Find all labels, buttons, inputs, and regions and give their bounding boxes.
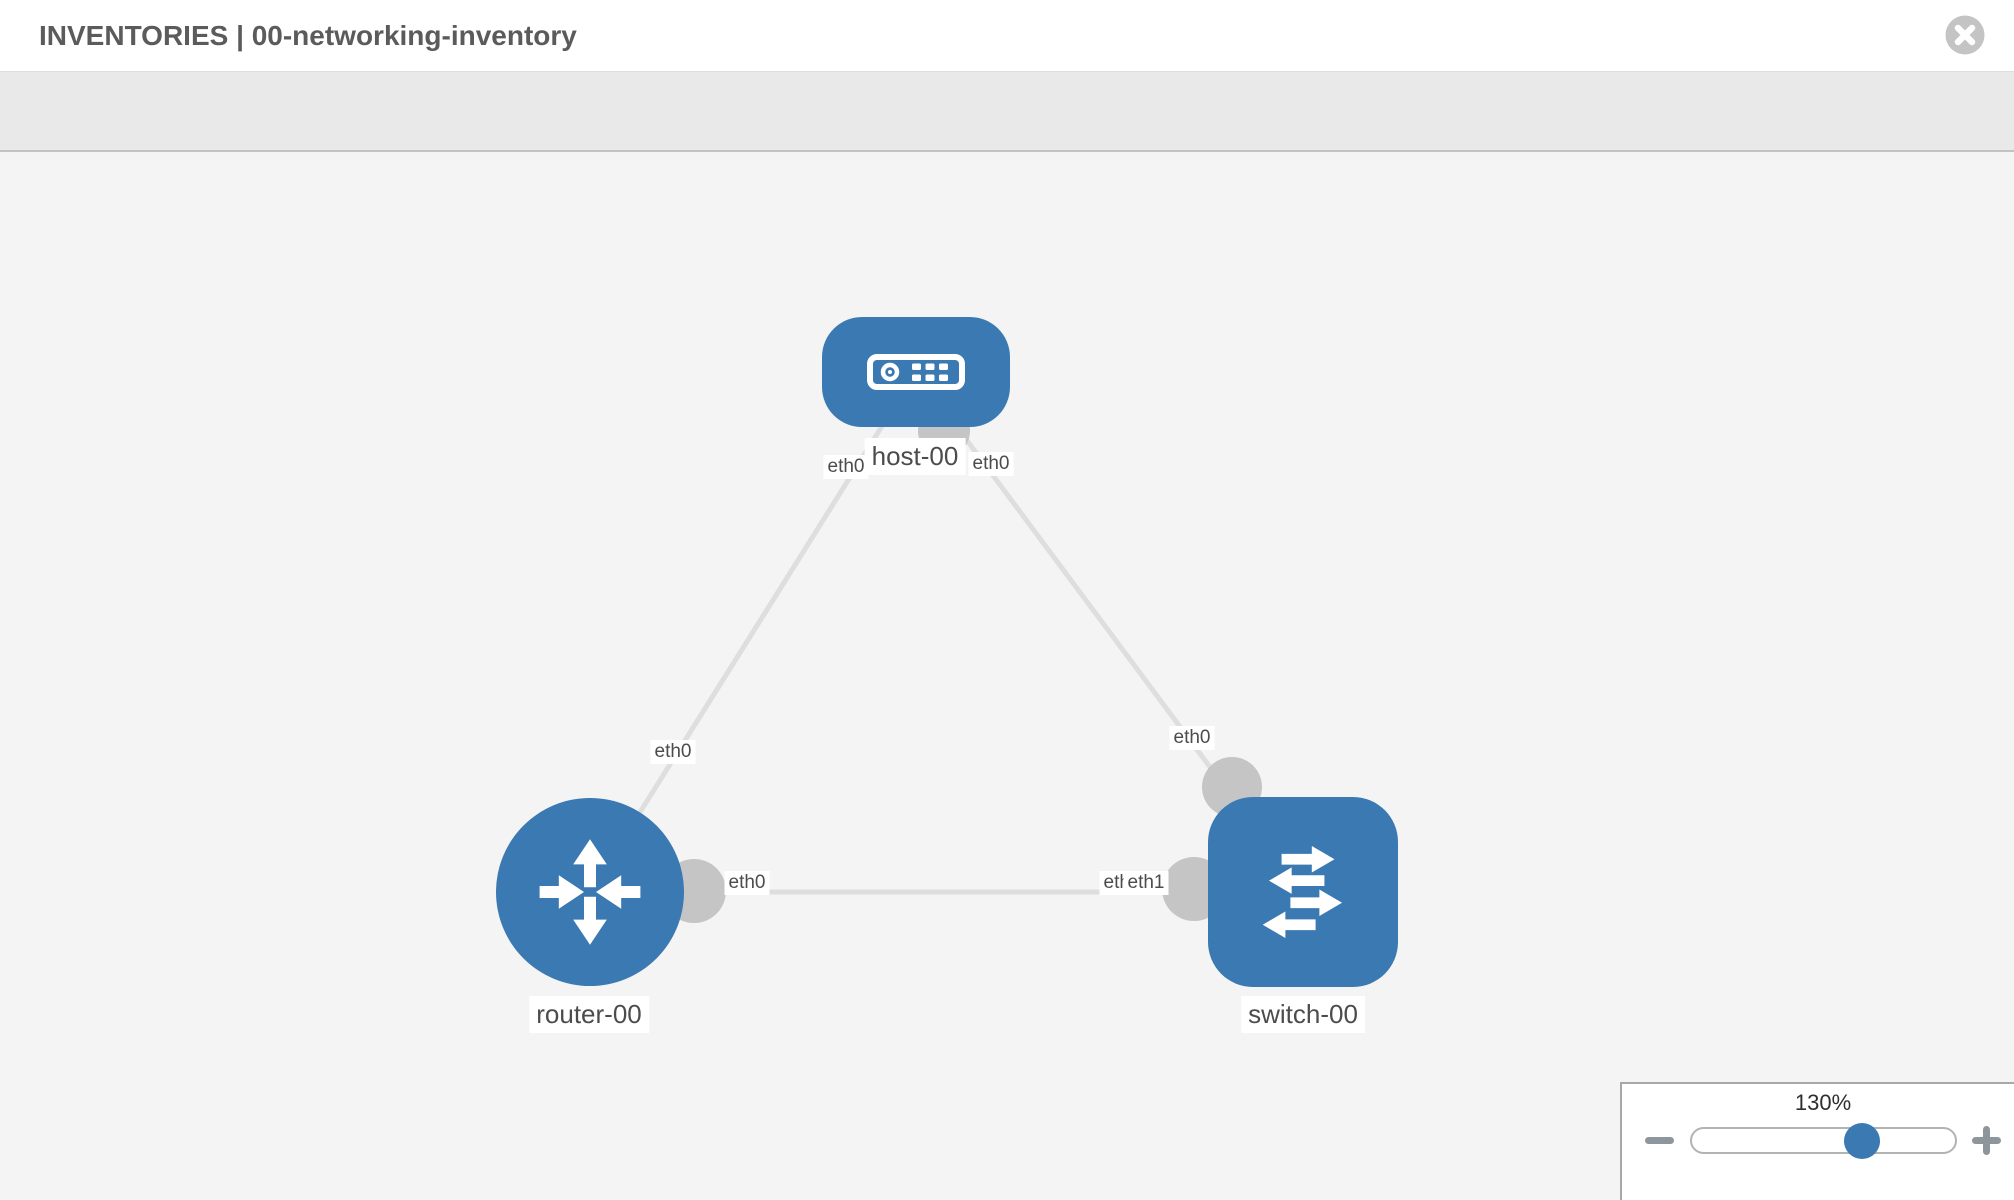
plus-icon — [1983, 1126, 1990, 1155]
interface-label: eth0 — [968, 452, 1014, 476]
circle-x-icon — [1945, 15, 1985, 55]
zoom-slider[interactable] — [1690, 1127, 1957, 1154]
node-switch-00[interactable] — [1208, 797, 1398, 987]
node-label-host: host-00 — [864, 438, 966, 475]
node-label-router: router-00 — [529, 996, 649, 1033]
node-host-00[interactable] — [822, 317, 1010, 427]
interface-label: eth0 — [823, 455, 869, 479]
interface-label: eth1 — [1123, 871, 1169, 895]
close-button[interactable] — [1945, 15, 1985, 55]
node-router-00[interactable] — [496, 798, 684, 986]
interface-label: eth0 — [724, 871, 770, 895]
interface-label: eth0 — [1169, 726, 1215, 750]
interface-label: eth0 — [650, 740, 696, 764]
zoom-slider-knob[interactable] — [1844, 1123, 1880, 1159]
zoom-out-button minus-icon[interactable] — [1645, 1137, 1674, 1144]
node-label-switch: switch-00 — [1241, 996, 1365, 1033]
server-icon — [867, 354, 965, 390]
topology-canvas[interactable] — [0, 154, 2014, 1200]
zoom-level-value: 130% — [1794, 1090, 1852, 1115]
header-bar: INVENTORIES | 00-networking-inventory — [0, 0, 2014, 72]
page-title: INVENTORIES | 00-networking-inventory — [39, 20, 577, 51]
zoom-in-button[interactable] — [1968, 1122, 2006, 1160]
router-arrows-icon — [539, 839, 641, 945]
toolbar — [0, 72, 2014, 152]
switch-arrows-icon — [1262, 846, 1343, 938]
